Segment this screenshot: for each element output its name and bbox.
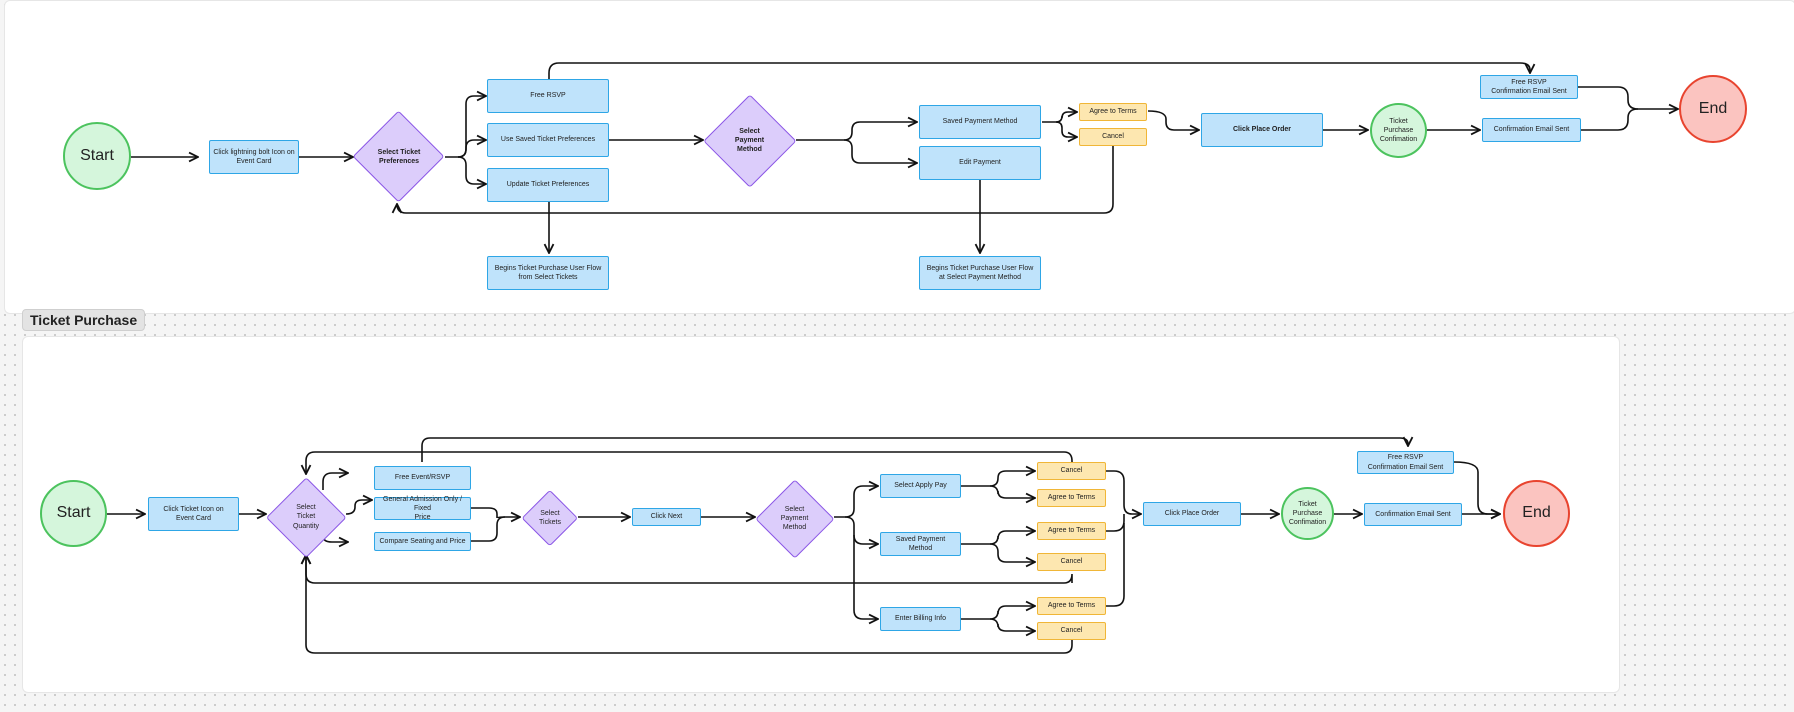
click-place-order-step[interactable]: Click Place Order bbox=[1201, 113, 1323, 147]
connector bbox=[844, 516, 878, 544]
connector bbox=[548, 62, 1530, 79]
connector bbox=[345, 500, 372, 515]
connector bbox=[853, 535, 878, 619]
connector bbox=[1106, 470, 1141, 514]
ticket-purchase-confirmation-node[interactable]: Ticket Purchase Confimation bbox=[1281, 487, 1334, 540]
select-payment-method-decision[interactable]: Select Payment Method bbox=[755, 479, 834, 558]
connector bbox=[1147, 110, 1199, 130]
connector bbox=[306, 555, 1073, 654]
free-rsvp-confirmation-email[interactable]: Free RSVP Confirmation Email Sent bbox=[1357, 451, 1454, 474]
connector bbox=[961, 531, 1035, 545]
connector bbox=[421, 438, 1408, 462]
select-ticket-quantity-decision[interactable]: Select Ticket Quantity bbox=[266, 477, 346, 557]
start-node[interactable]: Start bbox=[63, 122, 131, 190]
connector bbox=[1578, 86, 1678, 109]
agree-to-terms-option[interactable]: Agree to Terms bbox=[1037, 522, 1106, 540]
compare-seating-option[interactable]: Compare Seating and Price bbox=[374, 532, 471, 551]
connector bbox=[843, 139, 917, 163]
ticket-purchase-confirmation-node[interactable]: Ticket Purchase Confimation bbox=[1370, 103, 1427, 158]
connector bbox=[1106, 523, 1125, 607]
cancel-option[interactable]: Cancel bbox=[1037, 462, 1106, 480]
click-lightning-bolt-step[interactable]: Click lightning bolt Icon on Event Card bbox=[209, 140, 299, 174]
update-ticket-preferences-option[interactable]: Update Ticket Preferences bbox=[487, 168, 609, 202]
connector bbox=[1106, 514, 1125, 532]
begins-flow-from-select-tickets[interactable]: Begins Ticket Purchase User Flow from Se… bbox=[487, 256, 609, 290]
frame-title-ticket-purchase[interactable]: Ticket Purchase bbox=[22, 309, 146, 331]
connector bbox=[834, 486, 878, 518]
saved-payment-method-option[interactable]: Saved Payment Method bbox=[919, 105, 1041, 139]
click-next-step[interactable]: Click Next bbox=[632, 508, 701, 526]
connector bbox=[306, 451, 1073, 474]
connector bbox=[397, 146, 1114, 214]
connector bbox=[471, 516, 506, 542]
connector bbox=[471, 507, 520, 518]
select-ticket-preferences-decision[interactable]: Select Ticket Preferences bbox=[353, 111, 445, 203]
select-apply-pay-option[interactable]: Select Apply Pay bbox=[880, 474, 961, 498]
enter-billing-info-option[interactable]: Enter Billing Info bbox=[880, 607, 961, 631]
saved-payment-method-option[interactable]: Saved Payment Method bbox=[880, 532, 961, 556]
start-node[interactable]: Start bbox=[40, 480, 107, 547]
end-node[interactable]: End bbox=[1679, 75, 1747, 143]
confirmation-email-sent[interactable]: Confirmation Email Sent bbox=[1482, 118, 1581, 142]
select-tickets-decision[interactable]: Select Tickets bbox=[522, 490, 578, 546]
general-admission-option[interactable]: General Admission Only / Fixed Price bbox=[374, 496, 471, 521]
edit-payment-option[interactable]: Edit Payment bbox=[919, 146, 1041, 180]
select-payment-method-decision[interactable]: Select Payment Method bbox=[703, 94, 796, 187]
agree-to-terms-option[interactable]: Agree to Terms bbox=[1037, 489, 1106, 507]
connector bbox=[989, 485, 1035, 498]
connector bbox=[961, 471, 1035, 487]
connector bbox=[457, 140, 486, 158]
connector bbox=[1042, 112, 1077, 123]
connector bbox=[989, 618, 1035, 631]
cancel-option[interactable]: Cancel bbox=[1037, 622, 1106, 640]
connector bbox=[306, 555, 1073, 584]
cancel-option[interactable]: Cancel bbox=[1079, 128, 1147, 146]
confirmation-email-sent[interactable]: Confirmation Email Sent bbox=[1364, 503, 1462, 526]
connector bbox=[1581, 108, 1639, 131]
connector bbox=[1055, 121, 1077, 137]
end-node[interactable]: End bbox=[1503, 480, 1570, 547]
cancel-option[interactable]: Cancel bbox=[1037, 553, 1106, 571]
click-ticket-icon-step[interactable]: Click Ticket Icon on Event Card bbox=[148, 497, 239, 531]
connector bbox=[796, 122, 917, 141]
connector bbox=[989, 543, 1035, 562]
free-event-rsvp-option[interactable]: Free Event/RSVP bbox=[374, 466, 471, 490]
free-rsvp-confirmation-email[interactable]: Free RSVP Confirmation Email Sent bbox=[1480, 75, 1578, 99]
begins-flow-at-select-payment[interactable]: Begins Ticket Purchase User Flow at Sele… bbox=[919, 256, 1041, 290]
agree-to-terms-option[interactable]: Agree to Terms bbox=[1037, 597, 1106, 615]
connector bbox=[961, 606, 1035, 620]
click-place-order-step[interactable]: Click Place Order bbox=[1143, 502, 1241, 526]
agree-to-terms-option[interactable]: Agree to Terms bbox=[1079, 103, 1147, 121]
free-rsvp-option[interactable]: Free RSVP bbox=[487, 79, 609, 113]
connector bbox=[457, 156, 486, 184]
use-saved-ticket-preferences-option[interactable]: Use Saved Ticket Preferences bbox=[487, 123, 609, 157]
